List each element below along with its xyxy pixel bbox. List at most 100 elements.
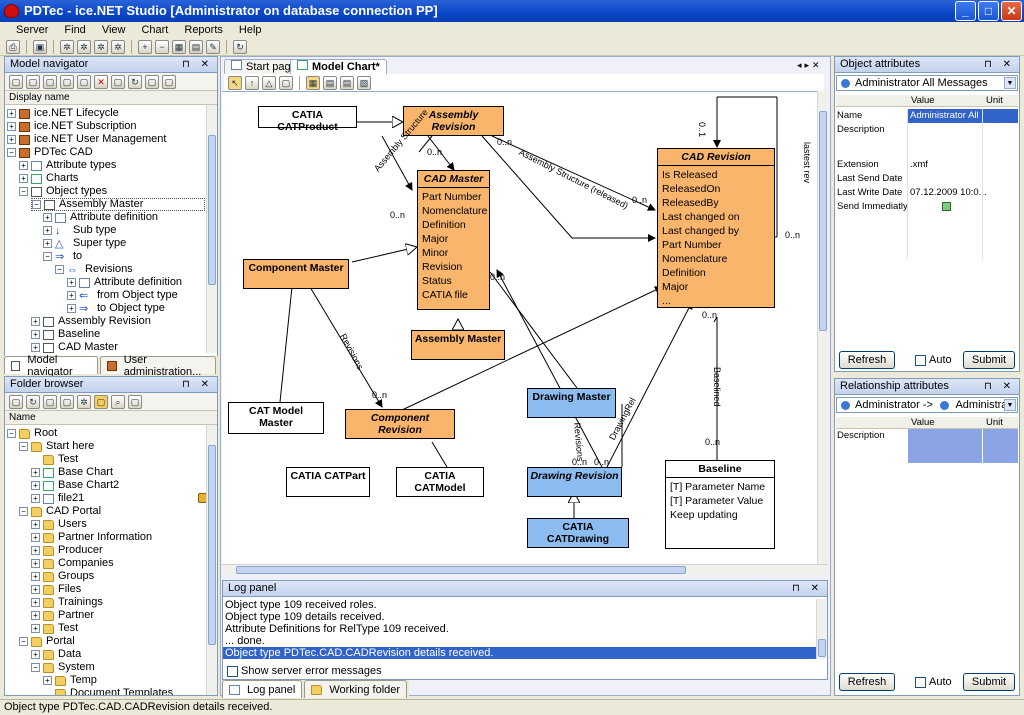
tab-model-chart[interactable]: Model Chart* (290, 59, 387, 75)
list-view-icon[interactable]: ▤ (323, 75, 337, 90)
tree-item[interactable]: Test (43, 453, 78, 466)
chevron-down-icon[interactable]: ▼ (1004, 77, 1016, 89)
gear-icon[interactable]: ✲ (60, 39, 74, 54)
tree-item[interactable]: +Base Chart (31, 466, 113, 479)
close-button[interactable]: ✕ (1001, 1, 1022, 21)
tree-item[interactable]: +ice.NET User Management (7, 133, 166, 146)
tools-icon[interactable]: ✎ (206, 39, 220, 54)
auto-checkbox[interactable] (915, 354, 926, 366)
collapse-icon[interactable]: − (7, 429, 16, 438)
menu-find[interactable]: Find (64, 24, 86, 36)
node-drawing-master[interactable]: Drawing Master (527, 388, 616, 418)
send-immediatly-checkbox[interactable] (942, 202, 951, 211)
node-cad-revision[interactable]: CAD Revision Is Released ReleasedOn Rele… (657, 148, 775, 308)
menu-view[interactable]: View (101, 24, 126, 36)
tree-item[interactable]: +Partner Information (31, 531, 152, 544)
tree-item[interactable]: +Attribute definition (67, 276, 182, 289)
collapse-icon[interactable]: − (19, 187, 28, 196)
folder-scrollbar[interactable] (206, 425, 217, 695)
zoom-out-icon[interactable]: − (155, 39, 169, 54)
tree-item[interactable]: +Attribute types (19, 159, 116, 172)
tab-model-navigator[interactable]: Model navigator (4, 354, 99, 378)
expand-icon[interactable]: + (31, 343, 40, 352)
panel-pin-close-icon[interactable]: ⊓ ✕ (792, 583, 823, 594)
tree-item[interactable]: +Base Chart2 (31, 479, 119, 492)
tree-item[interactable]: +Baseline (31, 328, 100, 341)
chart-vertical-scrollbar[interactable] (817, 91, 828, 564)
layout-icon[interactable]: ▧ (357, 75, 371, 90)
copy-icon[interactable]: ▢ (60, 74, 74, 89)
chevron-down-icon[interactable]: ▼ (1004, 399, 1016, 411)
collapse-icon[interactable]: − (43, 252, 52, 261)
tree-item[interactable]: −⇔Revisions (55, 263, 133, 276)
details-icon[interactable]: ▤ (340, 75, 354, 90)
save-icon[interactable]: ▣ (33, 39, 47, 54)
node-assembly-master[interactable]: Assembly Master (411, 330, 505, 360)
tree-item[interactable]: +Groups (31, 570, 94, 583)
show-server-errors-checkbox[interactable] (227, 665, 238, 677)
tab-working-folder[interactable]: Working folder (304, 680, 408, 698)
expand-icon[interactable]: + (31, 317, 40, 326)
tree-item[interactable]: +△Super type (43, 237, 126, 250)
expand-icon[interactable]: + (31, 624, 40, 633)
tab-log-panel[interactable]: Log panel (222, 680, 303, 698)
tree-item[interactable]: −Start here (19, 440, 94, 453)
gear-add-icon[interactable]: ✲ (77, 39, 91, 54)
node-catia-catproduct[interactable]: CATIA CATProduct (258, 106, 357, 133)
panel-pin-close-icon[interactable]: ⊓ ✕ (984, 381, 1015, 392)
menu-reports[interactable]: Reports (184, 24, 223, 36)
tree-item-selected[interactable]: −Assembly Master (31, 198, 205, 211)
refresh-icon[interactable]: ↻ (26, 394, 40, 409)
node-catia-catmodel[interactable]: CATIA CATModel (396, 467, 484, 497)
menu-server[interactable]: Server (16, 24, 49, 36)
new-folder-icon[interactable]: ▢ (9, 394, 23, 409)
collapse-icon[interactable]: − (19, 507, 28, 516)
tree-item[interactable]: +Data (31, 648, 81, 661)
tree-scrollbar[interactable] (206, 105, 217, 353)
expand-icon[interactable]: + (43, 676, 52, 685)
properties-icon[interactable]: ▢ (145, 74, 159, 89)
expand-icon[interactable]: + (31, 481, 40, 490)
tree-item[interactable]: +ice.NET Subscription (7, 120, 137, 133)
maximize-button[interactable]: □ (978, 1, 999, 21)
chart-horizontal-scrollbar[interactable] (222, 564, 828, 575)
folder-icon[interactable]: ▢ (94, 394, 108, 409)
tree-item[interactable]: +Charts (19, 172, 78, 185)
tree-item[interactable]: +⇐from Object type (67, 289, 178, 302)
expand-icon[interactable]: + (31, 468, 40, 477)
tree-item[interactable]: +Temp (43, 674, 97, 687)
folder-icon[interactable]: ▢ (279, 75, 293, 90)
relationship-selector-dropdown[interactable]: Administrator -> Administrator . ▼ (836, 397, 1018, 413)
expand-icon[interactable]: + (19, 161, 28, 170)
submit-button[interactable]: Submit (963, 351, 1015, 369)
node-component-revision[interactable]: Component Revision (345, 409, 455, 439)
edit-icon[interactable]: ▢ (43, 74, 57, 89)
expand-icon[interactable]: + (31, 650, 40, 659)
object-selector-dropdown[interactable]: Administrator All Messages ▼ (836, 75, 1018, 91)
tree-item[interactable]: −Root (7, 427, 57, 440)
expand-icon[interactable]: + (31, 546, 40, 555)
expand-icon[interactable]: + (19, 174, 28, 183)
tree-item[interactable]: +Companies (31, 557, 114, 570)
expand-icon[interactable]: + (31, 520, 40, 529)
expand-icon[interactable]: + (31, 533, 40, 542)
node-baseline[interactable]: Baseline [T] Parameter Name [T] Paramete… (665, 460, 775, 549)
tree-item[interactable]: +ice.NET Lifecycle (7, 107, 119, 120)
tree-item[interactable]: +⇒to Object type (67, 302, 165, 315)
tree-item[interactable]: +CAD Master (31, 341, 118, 353)
log-scrollbar[interactable] (816, 599, 827, 659)
edit-icon[interactable]: ▢ (60, 394, 74, 409)
tree-item[interactable]: −System (31, 661, 95, 674)
node-cat-model-master[interactable]: CAT Model Master (228, 402, 324, 434)
collapse-icon[interactable]: − (7, 148, 16, 157)
tree-item[interactable]: +Attribute definition (43, 211, 158, 224)
tab-scroll-close-icon[interactable]: ◂▸✕ (797, 60, 823, 70)
print-icon[interactable]: ⎙ (6, 39, 20, 54)
collapse-icon[interactable]: − (19, 442, 28, 451)
tree-item[interactable]: −Portal (19, 635, 75, 648)
tree-item[interactable]: +Producer (31, 544, 103, 557)
tree-item[interactable]: +Partner (31, 609, 94, 622)
expand-icon[interactable]: + (43, 226, 52, 235)
tree-item[interactable]: −⇒to (43, 250, 82, 263)
